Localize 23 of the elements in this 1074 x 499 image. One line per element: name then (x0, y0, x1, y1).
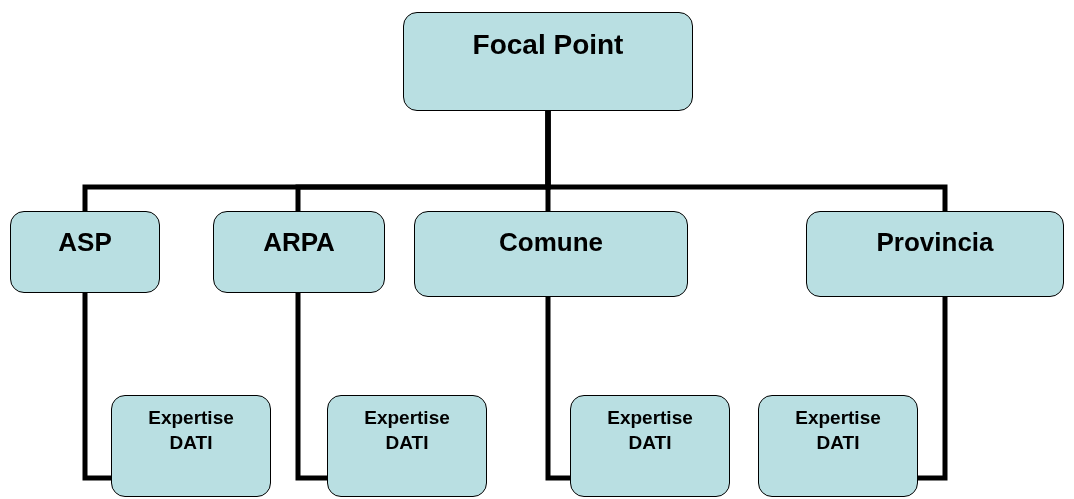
root-box (403, 12, 693, 111)
node-label: Expertise DATI (363, 406, 451, 455)
node-label: Provincia (876, 226, 994, 259)
organization-box (414, 211, 688, 297)
node-label: ASP (58, 226, 112, 259)
connector-line (918, 297, 948, 481)
node-label: Expertise DATI (606, 406, 694, 455)
node-label: Focal Point (472, 28, 624, 62)
data-box (327, 395, 487, 497)
data-box (758, 395, 918, 497)
data-box (111, 395, 271, 497)
data-box (570, 395, 730, 497)
organization-box (806, 211, 1064, 297)
organization-box (213, 211, 385, 293)
node-label: ARPA (263, 226, 335, 259)
node-label: Comune (499, 226, 603, 259)
connector-line (82, 293, 111, 481)
connector-line (545, 111, 948, 211)
node-label: Expertise DATI (147, 406, 235, 455)
organization-box (10, 211, 160, 293)
connector-line (545, 297, 570, 481)
node-label: Expertise DATI (794, 406, 882, 455)
connector-line (295, 293, 327, 481)
